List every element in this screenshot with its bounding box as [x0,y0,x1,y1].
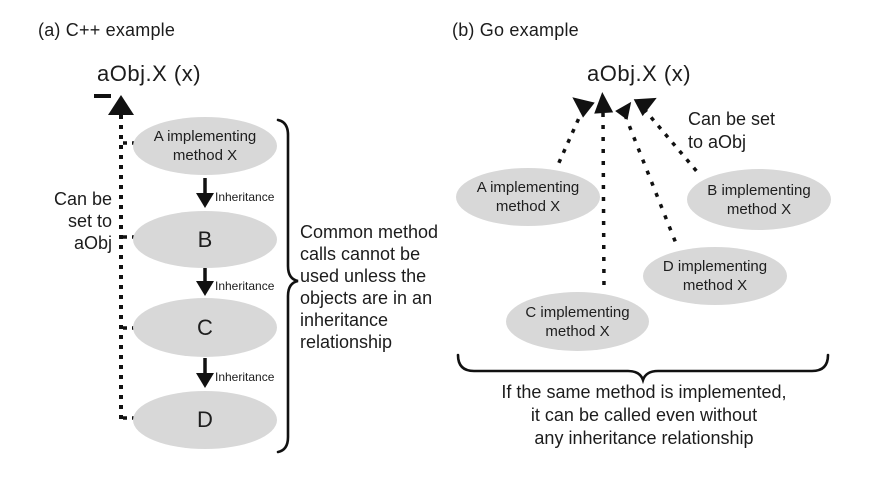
node-d-cpp: D [133,391,277,449]
b-arrowhead-cluster [572,92,657,120]
b-dashed-lines [555,107,701,292]
node-b-go: B implementing method X [687,169,831,230]
panel-b-title: (b) Go example [452,20,579,40]
a-right-brace [276,118,299,454]
inheritance-label-3: Inheritance [215,370,275,384]
inheritance-arrow-a-b [196,178,214,208]
panel-a-call-expression: aObj.X (x) [97,61,202,86]
inheritance-arrow-b-c [196,268,214,296]
node-d-go-label: D implementing method X [662,258,768,294]
panel-a-side-note: Can be set to aObj [53,189,112,253]
node-a-go-label: A implementing method X [476,179,580,215]
node-a-go: A implementing method X [456,168,600,226]
node-a-cpp-label: A implementing method X [153,128,257,164]
inheritance-label-2: Inheritance [215,279,275,293]
panel-b-side-note: Can be set to aObj [688,109,776,152]
node-b-go-label: B implementing method X [707,181,811,218]
node-c-go-label: C implementing method X [525,303,630,340]
node-a-cpp: A implementing method X [133,117,277,175]
node-d-go: D implementing method X [643,247,787,305]
b-bottom-brace [456,353,830,385]
panel-a-title: (a) C++ example [38,20,176,40]
panel-b-brace-note: If the same method is implemented, it ca… [501,382,787,448]
panel-a-brace-note: Common method calls cannot be used unles… [300,222,439,352]
inheritance-arrow-c-d [196,358,214,388]
node-c-cpp-label: C [197,314,213,340]
panel-b-call-expression: aObj.X (x) [587,61,692,86]
node-b-cpp-label: B [197,226,213,252]
node-c-cpp: C [133,298,277,357]
inheritance-label-1: Inheritance [215,190,275,204]
node-c-go: C implementing method X [506,292,649,351]
node-b-cpp: B [133,211,277,268]
a-emphasis-dash [94,94,111,98]
node-d-cpp-label: D [197,407,213,432]
